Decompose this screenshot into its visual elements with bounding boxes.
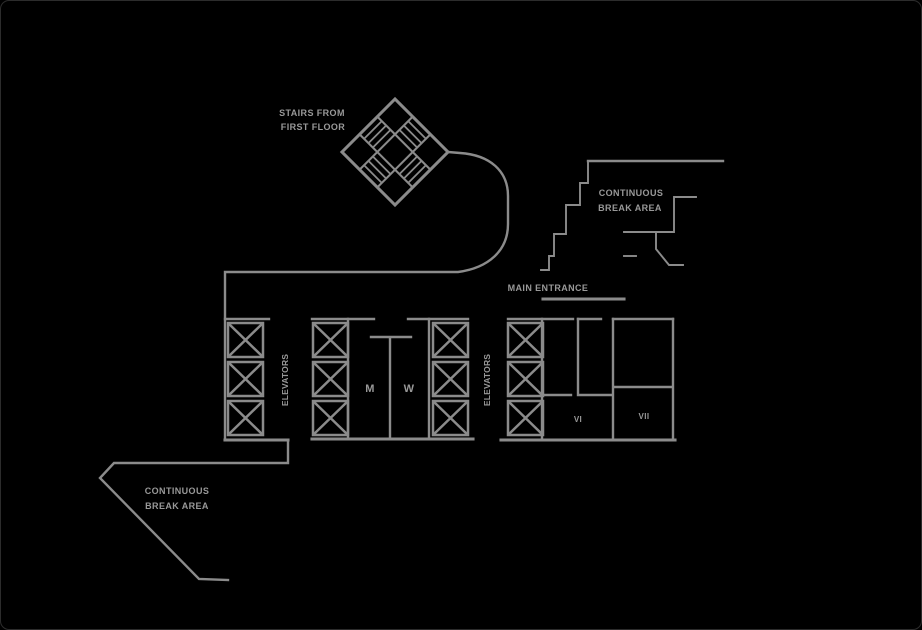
elevator-bank-left (226, 321, 265, 437)
stairs-label-line2: FIRST FLOOR (281, 122, 345, 132)
lower-break-area-label-line1: CONTINUOUS (145, 486, 210, 496)
bottom-walls (223, 437, 677, 442)
stairs-label-line1: STAIRS FROM (279, 108, 345, 118)
elevator-bank-right (506, 321, 545, 437)
elevator-shaft (311, 321, 350, 359)
elevator-shaft (431, 360, 470, 398)
room-vii-label: VII (639, 412, 650, 421)
break-area-counter-outline (623, 196, 697, 266)
elevators-label-right: ELEVATORS (482, 354, 492, 406)
elevator-shaft (226, 399, 265, 437)
elevator-shaft (506, 321, 545, 359)
elevator-shaft (226, 360, 265, 398)
restroom-men-label: M (365, 383, 375, 395)
elevator-shaft (226, 321, 265, 359)
lower-break-area-outline (98, 438, 290, 582)
lower-break-area-label-line2: BREAK AREA (145, 501, 209, 511)
elevator-shaft (311, 399, 350, 437)
elevator-bank-middle (311, 321, 350, 437)
stairs-grid (358, 115, 432, 189)
restroom-women-label: W (404, 383, 415, 395)
restroom-walls (346, 317, 431, 441)
elevators-label-left: ELEVATORS (280, 354, 290, 406)
elevator-bank-mid-right (431, 321, 470, 437)
main-entrance-label: MAIN ENTRANCE (508, 283, 589, 293)
corridor-wall (223, 150, 510, 442)
stairs-symbol-icon (339, 96, 451, 208)
stairs-outline (339, 96, 451, 208)
right-block-walls (540, 317, 675, 442)
upper-break-area-label-line1: CONTINUOUS (599, 188, 664, 198)
elevator-shaft (506, 360, 545, 398)
upper-break-area-label-line2: BREAK AREA (598, 203, 662, 213)
stair-treads (363, 120, 427, 184)
elevator-shaft (506, 399, 545, 437)
elevator-shaft (311, 360, 350, 398)
room-vi-label: VI (574, 415, 582, 424)
elevator-shaft (431, 321, 470, 359)
upper-break-area-steps (540, 160, 589, 271)
elevator-shaft (431, 399, 470, 437)
